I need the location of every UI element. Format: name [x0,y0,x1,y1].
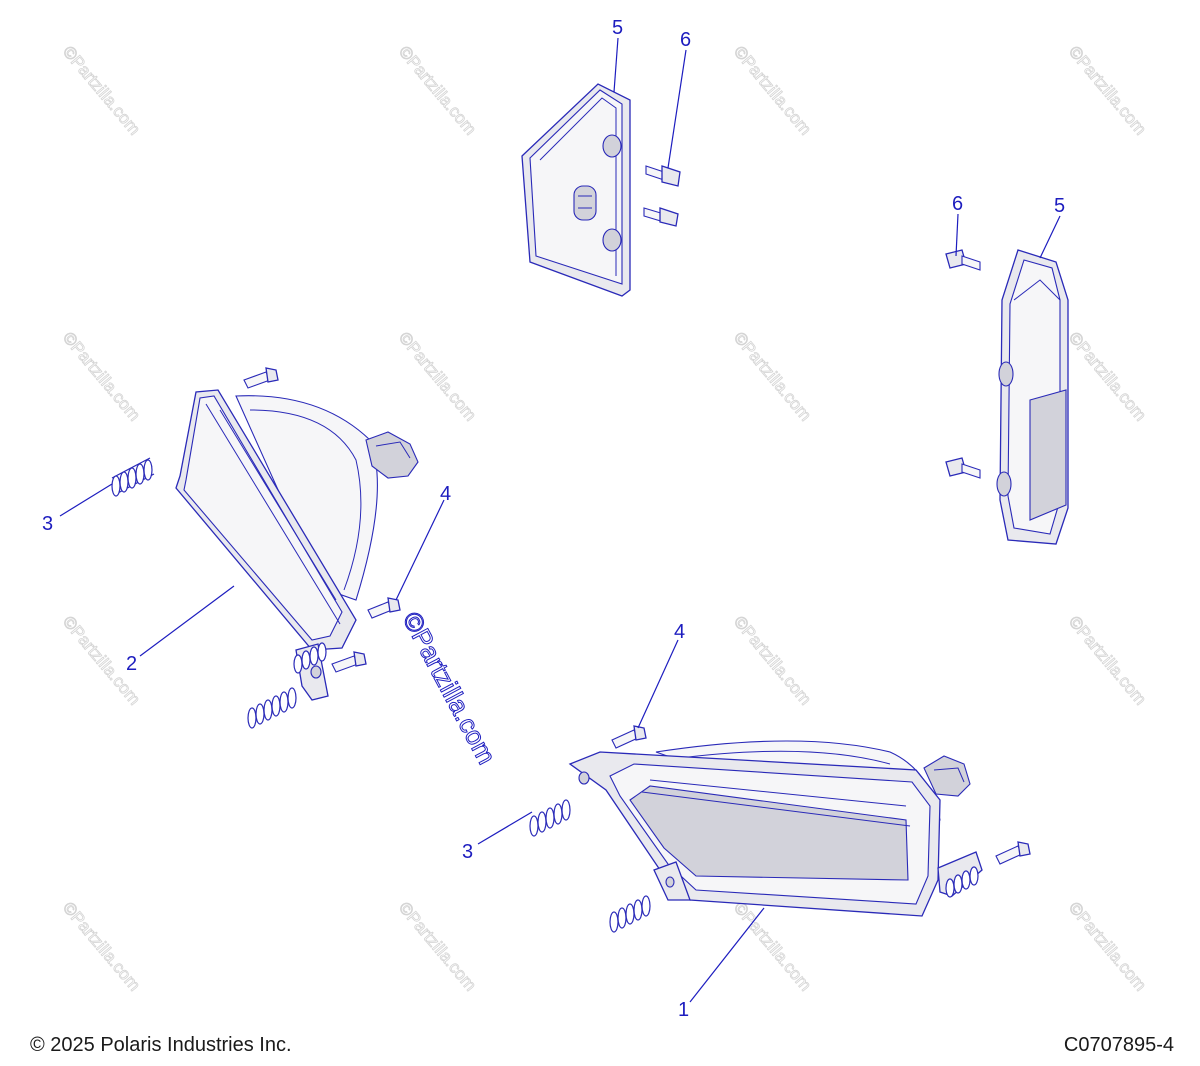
watermark: ©Partzilla.com [730,328,815,424]
callout-4-right: 4 [674,621,685,643]
callout-6-top: 6 [680,29,691,51]
leader-lines [59,37,1061,1003]
callout-5-top: 5 [612,17,623,39]
watermark: ©Partzilla.com [395,898,480,994]
copyright-text: © 2025 Polaris Industries Inc. [30,1034,292,1056]
center-watermark: ©Partzilla.com [397,607,502,769]
part-1-headlight-right [568,740,983,917]
watermark: ©Partzilla.com [395,328,480,424]
watermark: ©Partzilla.com [1065,328,1150,424]
watermark: ©Partzilla.com [730,898,815,994]
part-6-screws-top [643,165,681,227]
part-3-springs-left [111,457,327,729]
part-4-screws-right [611,725,1031,865]
callout-4-left: 4 [440,483,451,505]
watermark: ©Partzilla.com [59,328,144,424]
watermark: ©Partzilla.com [1065,898,1150,994]
part-2-headlight-left [175,389,419,701]
watermark: ©Partzilla.com [59,898,144,994]
callout-1: 1 [678,999,689,1021]
watermark: ©Partzilla.com [1065,42,1150,138]
callout-3-right: 3 [462,841,473,863]
diagram-code: C0707895-4 [1063,1034,1174,1056]
part-5-housing-top [521,83,631,297]
callout-numbers: 5 6 6 5 3 4 2 4 3 1 [42,17,1065,1021]
callout-2: 2 [126,653,137,675]
watermark: ©Partzilla.com [1065,612,1150,708]
part-6-screws-right [945,249,981,479]
part-3-springs-right [529,799,979,933]
callout-3-left: 3 [42,513,53,535]
part-5-housing-right [996,249,1069,545]
watermark: ©Partzilla.com [59,42,144,138]
callout-6-right: 6 [952,193,963,215]
callout-5-right: 5 [1054,195,1065,217]
watermark: ©Partzilla.com [395,42,480,138]
watermark: ©Partzilla.com [730,612,815,708]
part-4-screws-left [243,367,401,673]
watermark: ©Partzilla.com [730,42,815,138]
